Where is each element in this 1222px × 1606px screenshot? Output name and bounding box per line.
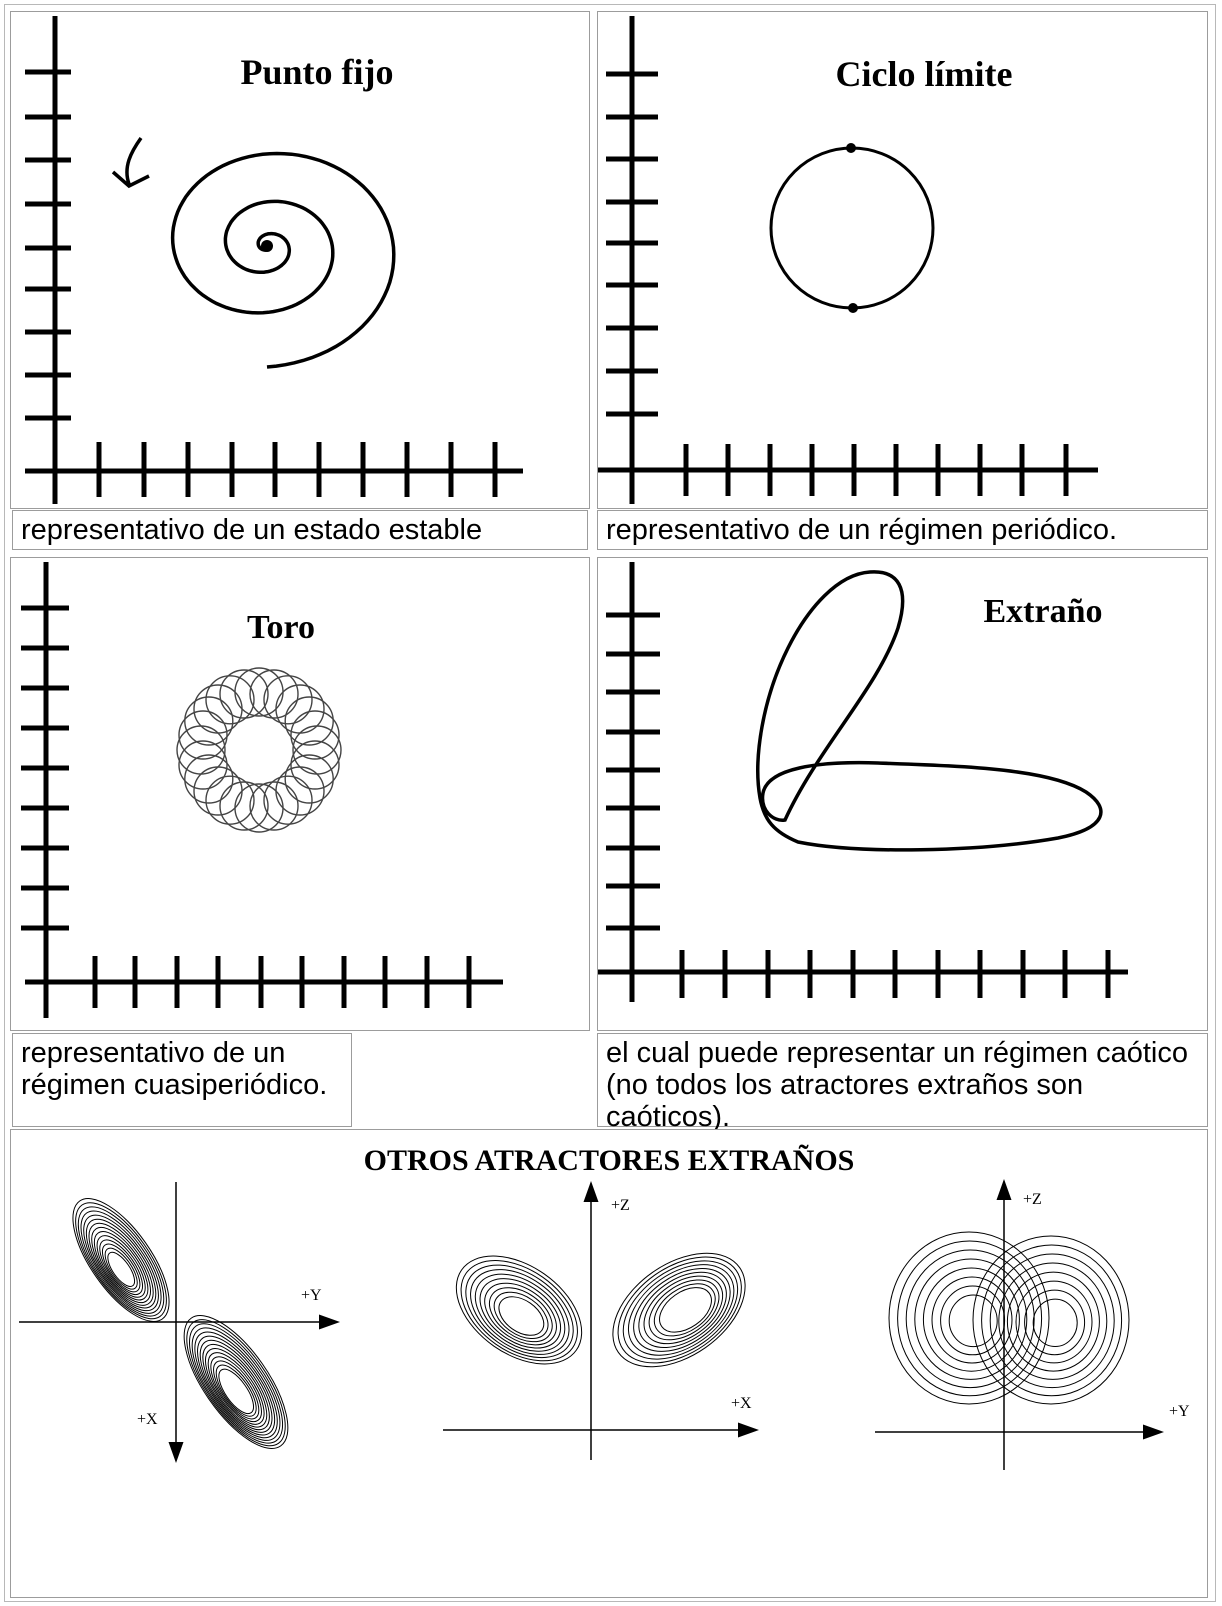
torus-ring [264, 676, 312, 724]
caption-toro: representativo de un régimen cuasiperiód… [12, 1033, 352, 1127]
torus-ring [285, 755, 333, 803]
attractor-orbit [55, 1184, 187, 1336]
cycle-point-bottom [848, 303, 858, 313]
attractor-orbit [492, 1289, 551, 1343]
panel-title: Punto fijo [241, 52, 394, 92]
panel-title: Toro [247, 609, 315, 646]
axis-label: +X [137, 1411, 158, 1428]
extrano-diagram: Extraño [598, 558, 1208, 1031]
attractor-orbit [990, 1254, 1114, 1388]
punto-fijo-diagram: Punto fijo [11, 12, 590, 509]
ciclo-limite-diagram: Ciclo límite [598, 12, 1208, 509]
axis-label: +Z [611, 1197, 630, 1214]
torus-ring [185, 755, 233, 803]
torus-ring [276, 685, 324, 733]
attractors-diagram: +Y +X +Z +X +Z +Y [11, 1130, 1208, 1598]
torus-ring [285, 697, 333, 745]
attractor-orbit [898, 1241, 1042, 1396]
attractor-1-orbits [55, 1184, 307, 1464]
torus-ring [206, 776, 254, 824]
fixed-point [261, 240, 273, 252]
attractor-orbit [1007, 1272, 1099, 1371]
panel-title: Ciclo límite [836, 54, 1013, 94]
toro-diagram: Toro [11, 558, 590, 1031]
attractor-orbit [59, 1189, 183, 1333]
arrow-icon [113, 138, 149, 186]
attractor-orbit [436, 1234, 601, 1386]
attractor-3: +Z +Y [875, 1182, 1190, 1470]
caption-ciclo-limite: representativo de un régimen periódico. [597, 510, 1208, 550]
panel-ciclo-limite: Ciclo límite [597, 11, 1208, 509]
panel-title: Extraño [984, 593, 1103, 630]
torus-rings [177, 668, 341, 832]
attractor-orbit [1033, 1299, 1077, 1346]
attractor-orbit [169, 1305, 304, 1461]
attractor-orbit [1016, 1281, 1092, 1363]
attractor-2-orbits [436, 1230, 766, 1390]
panel-punto-fijo: Punto fijo [10, 11, 590, 509]
panel-toro: Toro [10, 557, 590, 1031]
attractor-orbit [999, 1263, 1107, 1379]
cycle-point-top [846, 143, 856, 153]
panel-extrano: Extraño [597, 557, 1208, 1031]
attractor-orbit [172, 1310, 299, 1458]
attractor-orbit [62, 1194, 179, 1329]
panel-otros-atractores: OTROS ATRACTORES EXTRAÑOS +Y +X +Z +X [10, 1129, 1208, 1598]
axis-label: +Z [1023, 1191, 1042, 1208]
attractor-orbit [165, 1300, 307, 1464]
attractor-orbit [906, 1250, 1034, 1388]
axis-label: +X [731, 1395, 752, 1412]
torus-ring [185, 697, 233, 745]
attractor-orbit [932, 1277, 1012, 1363]
attractor-3-orbits [889, 1232, 1129, 1404]
attractor-orbit [982, 1245, 1122, 1396]
axis-label: +Y [1169, 1403, 1190, 1420]
attractor-1: +Y +X [19, 1182, 337, 1464]
attractor-orbit [592, 1230, 766, 1390]
spiral-trajectory [173, 154, 394, 368]
axis-label: +Y [301, 1287, 322, 1304]
attractor-orbit [973, 1236, 1129, 1404]
attractor-orbit [176, 1315, 296, 1454]
attractor-2: +Z +X [436, 1184, 766, 1460]
limit-cycle [771, 148, 933, 308]
torus-ring [264, 776, 312, 824]
caption-extrano: el cual puede representar un régimen caó… [597, 1033, 1208, 1127]
torus-ring [206, 676, 254, 724]
caption-punto-fijo: representativo de un estado estable [12, 510, 588, 550]
